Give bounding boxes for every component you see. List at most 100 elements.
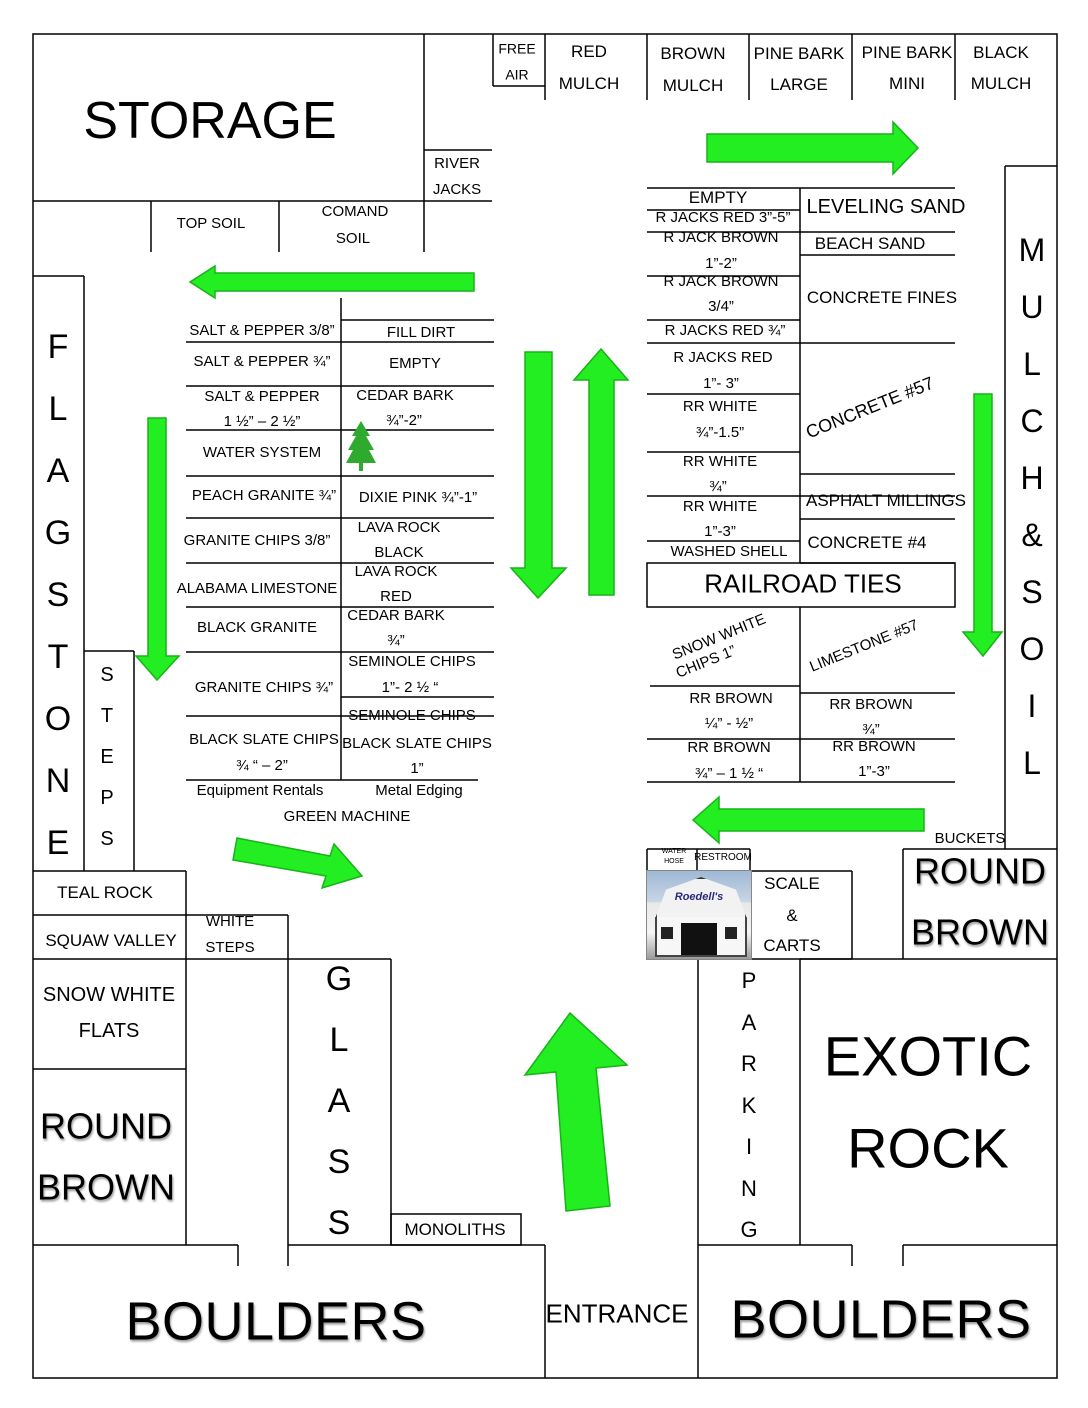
river-jacks-line1: RIVER: [434, 155, 480, 172]
comand-soil-line1: COMAND: [321, 203, 389, 220]
bin-granite-chips-34: GRANITE CHIPS ¾”: [194, 679, 334, 696]
bin-dixie-pink: DIXIE PINK ¾”-1”: [358, 489, 478, 506]
free-air-line2: AIR: [505, 66, 529, 83]
bin-water-system: WATER SYSTEM: [202, 444, 322, 461]
glass-label: G L A S S: [325, 960, 353, 1242]
bin-rr-white-1-3-line1: RR WHITE: [682, 498, 758, 515]
bin-peach-granite: PEACH GRANITE ¾”: [191, 487, 337, 504]
round-brown-left-line2: BROWN: [37, 1166, 175, 1208]
round-brown-left-line1: ROUND: [40, 1105, 172, 1147]
bin-rr-white-1-3-line2: 1”-3”: [704, 523, 736, 540]
white-steps-line1: WHITE: [205, 913, 255, 930]
bin-cedar-bark-34-line2: ¾”: [387, 632, 405, 649]
exotic-rock-line2: ROCK: [847, 1116, 1009, 1180]
river-jacks-line2: JACKS: [432, 181, 482, 198]
scale-label: SCALE: [764, 873, 820, 893]
bin-washed-shell: WASHED SHELL: [670, 543, 788, 560]
pine-bark-large-line2: LARGE: [770, 74, 828, 94]
arrow-icon: [706, 120, 920, 176]
brown-mulch-line1: BROWN: [660, 43, 726, 63]
bin-rr-brown-34-112-line2: ¾” – 1 ½ “: [694, 765, 764, 782]
bin-rr-white-34-15-line2: ¾”-1.5”: [695, 424, 745, 441]
green-machine-label: GREEN MACHINE: [283, 808, 411, 825]
bin-r-jacks-red-1-3-line2: 1”- 3”: [703, 375, 739, 392]
bin-seminole-chips-range-line2: 1”- 2 ½ “: [381, 679, 439, 696]
bin-lava-rock-red-line1: LAVA ROCK: [354, 563, 438, 580]
restroom-label: RESTROOM: [694, 852, 752, 863]
pine-bark-mini-line2: MINI: [889, 73, 925, 93]
bin-fill-dirt: FILL DIRT: [386, 324, 456, 341]
bin-r-jacks-red-3-5: R JACKS RED 3”-5”: [655, 209, 791, 226]
black-mulch-line2: MULCH: [970, 73, 1032, 93]
bin-r-jacks-red-1-3-line1: R JACKS RED: [673, 349, 773, 366]
bin-leveling-sand: LEVELING SAND: [806, 196, 966, 218]
bin-granite-chips-38: GRANITE CHIPS 3/8”: [183, 532, 331, 549]
top-soil-label: TOP SOIL: [176, 215, 246, 232]
bin-black-slate-chips-1-line1: BLACK SLATE CHIPS: [342, 735, 492, 752]
pine-bark-large-line1: PINE BARK: [753, 43, 845, 63]
free-air-line1: FREE: [498, 40, 536, 57]
metal-edging-label: Metal Edging: [375, 782, 463, 799]
exotic-rock-line1: EXOTIC: [823, 1024, 1033, 1088]
bin-salt-pepper-112-line2: 1 ½” – 2 ½”: [223, 413, 301, 430]
bin-rr-brown-34-line1: RR BROWN: [829, 696, 913, 713]
bin-r-jacks-red-34: R JACKS RED ¾”: [664, 322, 786, 339]
bin-cedar-bark-34-2-line2: ¾”-2”: [386, 412, 422, 429]
round-brown-right-line1: ROUND: [914, 850, 1046, 892]
bin-lava-rock-black-line1: LAVA ROCK: [357, 519, 441, 536]
bin-rr-brown-34-line2: ¾”: [862, 721, 880, 738]
bin-black-slate-chips-line1: BLACK SLATE CHIPS: [189, 731, 339, 748]
snow-white-flats-line1: SNOW WHITE: [42, 984, 176, 1006]
arrow-icon: [691, 795, 925, 845]
carts-label: CARTS: [763, 935, 821, 955]
mulch-soil-label: M U L C H & S O I L: [1018, 232, 1046, 781]
arrow-icon: [523, 1011, 629, 1212]
steps-label: S T E P S: [100, 664, 114, 850]
bin-rr-brown-1-3-line1: RR BROWN: [832, 738, 916, 755]
bin-beach-sand: BEACH SAND: [814, 233, 926, 253]
teal-rock-label: TEAL ROCK: [57, 882, 153, 902]
bin-r-jack-brown-34-line2: 3/4”: [708, 298, 734, 315]
bin-salt-pepper-38: SALT & PEPPER 3/8”: [189, 322, 335, 339]
shed-photo: Roedell's: [646, 870, 752, 960]
white-steps-line2: STEPS: [205, 939, 255, 956]
bin-lava-rock-red-line2: RED: [380, 588, 412, 605]
bin-asphalt-millings: ASPHALT MILLINGS: [806, 490, 966, 510]
arrow-icon: [572, 347, 630, 596]
storage-label: STORAGE: [83, 91, 337, 150]
buckets-label: BUCKETS: [934, 830, 1006, 847]
bin-black-slate-chips-line2: ¾ “ – 2”: [236, 757, 288, 774]
water-hose-line2: HOSE: [664, 857, 684, 865]
bin-r-jack-brown-1-2-line1: R JACK BROWN: [663, 229, 779, 246]
comand-soil-line2: SOIL: [335, 230, 371, 247]
railroad-ties-label: RAILROAD TIES: [704, 568, 902, 599]
bin-concrete-fines: CONCRETE FINES: [806, 287, 958, 307]
bin-empty-left: EMPTY: [389, 355, 441, 372]
bin-concrete-4: CONCRETE #4: [807, 532, 927, 552]
bin-rr-brown-14-12-line2: ¼” - ½”: [704, 715, 754, 732]
arrow-icon: [509, 351, 568, 600]
bin-seminole-chips: SEMINOLE CHIPS: [348, 707, 476, 724]
shed-window: [661, 927, 673, 939]
red-mulch-line2: MULCH: [558, 73, 620, 93]
boulders-right-label: BOULDERS: [730, 1289, 1032, 1350]
bin-rr-brown-34-112-line1: RR BROWN: [687, 739, 771, 756]
entrance-label: ENTRANCE: [545, 1298, 689, 1329]
bin-salt-pepper-34: SALT & PEPPER ¾”: [193, 353, 331, 370]
bin-cedar-bark-34-2-line1: CEDAR BARK: [356, 387, 454, 404]
round-brown-right-line2: BROWN: [911, 911, 1049, 953]
parking-label: P A R K I N G: [740, 968, 758, 1242]
bin-black-slate-chips-1-line2: 1”: [410, 760, 424, 777]
and-label: &: [786, 905, 798, 925]
shed-sign: Roedell's: [674, 891, 724, 903]
boulders-left-label: BOULDERS: [125, 1291, 427, 1352]
shed-window: [725, 927, 737, 939]
bin-alabama-limestone: ALABAMA LIMESTONE: [176, 580, 338, 597]
bin-salt-pepper-112-line1: SALT & PEPPER: [204, 388, 320, 405]
bin-lava-rock-black-line2: BLACK: [374, 544, 424, 561]
snow-white-flats-line2: FLATS: [78, 1020, 140, 1042]
arrow-icon: [134, 417, 181, 682]
black-mulch-line1: BLACK: [973, 42, 1029, 62]
water-hose-line1: WATER: [661, 847, 687, 855]
arrow-icon: [232, 837, 364, 890]
